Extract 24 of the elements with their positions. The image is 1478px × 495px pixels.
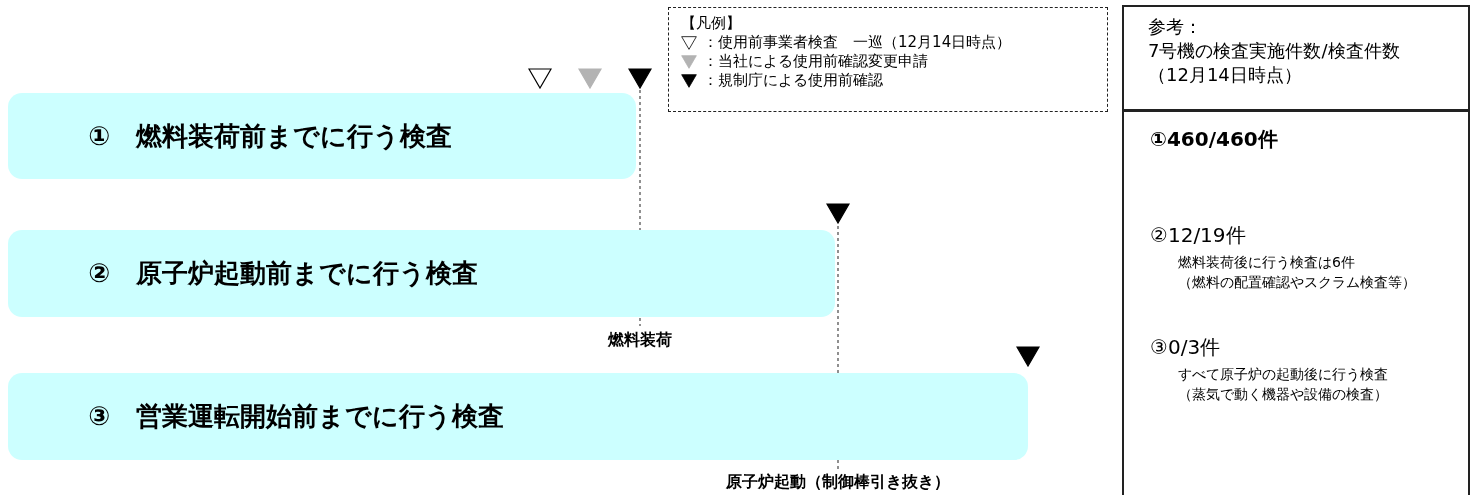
phase-bar [8, 373, 1028, 460]
count-text: ①460/460件 [1150, 126, 1279, 152]
note-text: 燃料装荷後に行う検査は6件 [1178, 253, 1356, 272]
legend-title: 【凡例】 [681, 14, 742, 33]
phase-bar [8, 230, 835, 317]
header-text: （12月14日時点） [1148, 63, 1303, 87]
legend-text: ：使用前事業者検査 一巡（12月14日時点） [703, 33, 1012, 52]
header-text: 参考： [1148, 15, 1203, 39]
note-text: すべて原子炉の起動後に行う検査 [1178, 365, 1389, 384]
count-text: ②12/19件 [1150, 222, 1247, 248]
legend-text: ：当社による使用前確認変更申請 [703, 52, 928, 71]
note-text: （燃料の配置確認やスクラム検査等） [1178, 273, 1417, 292]
reference-header [1122, 5, 1470, 111]
phase-title: ② 原子炉起動前までに行う検査 [88, 257, 478, 290]
header-text: 7号機の検査実施件数/検査件数 [1148, 39, 1401, 63]
phase-title: ③ 営業運転開始前までに行う検査 [88, 400, 504, 433]
phase-bar [8, 93, 636, 179]
phase-title: ① 燃料装荷前までに行う検査 [88, 119, 452, 153]
milestone-label: 燃料装荷 [608, 330, 672, 351]
milestone-label: 原子炉起動（制御棒引き抜き） [726, 472, 950, 493]
note-text: （蒸気で動く機器や設備の検査） [1178, 385, 1389, 404]
count-text: ③0/3件 [1150, 334, 1222, 360]
reference-panel [1122, 110, 1470, 495]
legend-text: ：規制庁による使用前確認 [703, 71, 883, 90]
